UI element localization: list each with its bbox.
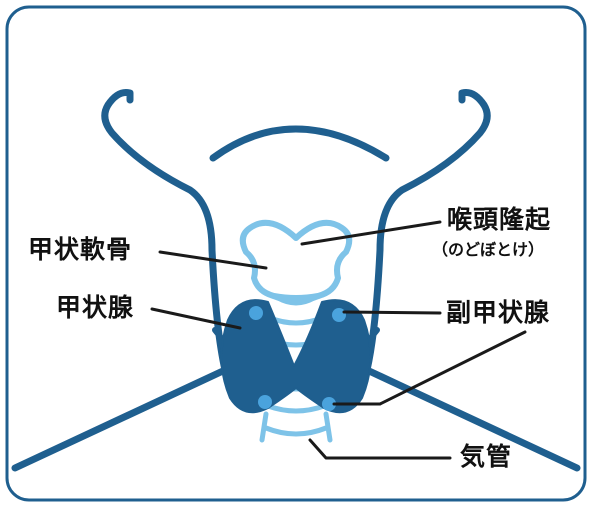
parathyroid-lower-right <box>322 397 336 411</box>
thyroid-cartilage-shape <box>239 219 353 301</box>
label-thyroid-gland: 甲状腺 <box>56 293 135 322</box>
leader-thyroid-cartilage <box>158 250 268 270</box>
label-laryngeal-prominence-reading: （のどぼとけ） <box>432 240 545 259</box>
leader-thyroid-gland <box>150 307 242 330</box>
neck-outline-right <box>363 89 581 472</box>
leader-trachea <box>308 438 452 460</box>
jaw-outline <box>209 125 390 162</box>
parathyroid-upper-right <box>332 308 346 322</box>
leader-parathyroid-lower <box>332 330 527 406</box>
leader-parathyroid-upper <box>342 310 442 315</box>
label-parathyroid: 副甲状腺 <box>446 298 551 327</box>
neck-outline-left <box>11 89 229 472</box>
label-trachea: 気管 <box>460 442 513 471</box>
parathyroid-upper-left <box>249 306 263 320</box>
leader-laryngeal-prominence <box>300 220 442 246</box>
label-laryngeal-prominence: 喉頭隆起 <box>447 205 552 234</box>
parathyroid-lower-left <box>258 395 272 409</box>
label-thyroid-cartilage: 甲状軟骨 <box>28 235 133 264</box>
cricoid-ring <box>275 295 317 306</box>
